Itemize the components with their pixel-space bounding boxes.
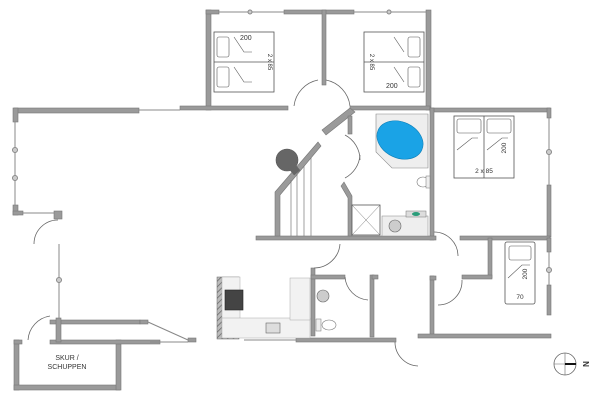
bed-width-label: 70	[516, 294, 524, 301]
kitchen	[216, 276, 311, 340]
sink	[388, 219, 402, 233]
bed-length-label: 200	[240, 35, 252, 42]
bed-length-label: 200	[386, 83, 398, 90]
kitchen-sink	[265, 322, 281, 334]
guest-wc	[315, 289, 337, 332]
shed-label-line1: SKUR /	[55, 355, 78, 362]
bed-length-label: 200	[501, 142, 508, 153]
sink	[316, 289, 330, 303]
doors	[27, 79, 463, 367]
shed-label-line2: SCHUPPEN	[48, 364, 87, 371]
north-label: N	[581, 361, 590, 367]
bedroom-1: 200 2 x 85	[213, 31, 275, 93]
bed-width-label: 2 x 85	[266, 54, 272, 71]
compass: N	[553, 352, 590, 376]
fireplace	[275, 148, 301, 176]
bedroom-2: 200 2 x 85	[363, 31, 425, 93]
bed-width-label: 2 x 85	[475, 168, 493, 175]
toilet	[321, 319, 337, 331]
shed: SKUR / SCHUPPEN	[48, 355, 87, 371]
stairs	[290, 158, 312, 236]
windows	[12, 9, 552, 343]
bed-width-label: 2 x 85	[368, 54, 374, 71]
bathroom	[351, 113, 431, 237]
bed-length-label: 200	[522, 268, 529, 279]
bedroom-4: 200 70	[504, 241, 536, 305]
stove	[224, 289, 244, 311]
bathtub	[376, 120, 424, 160]
bedroom-3: 200 2 x 85	[453, 115, 515, 179]
walls	[12, 9, 552, 391]
